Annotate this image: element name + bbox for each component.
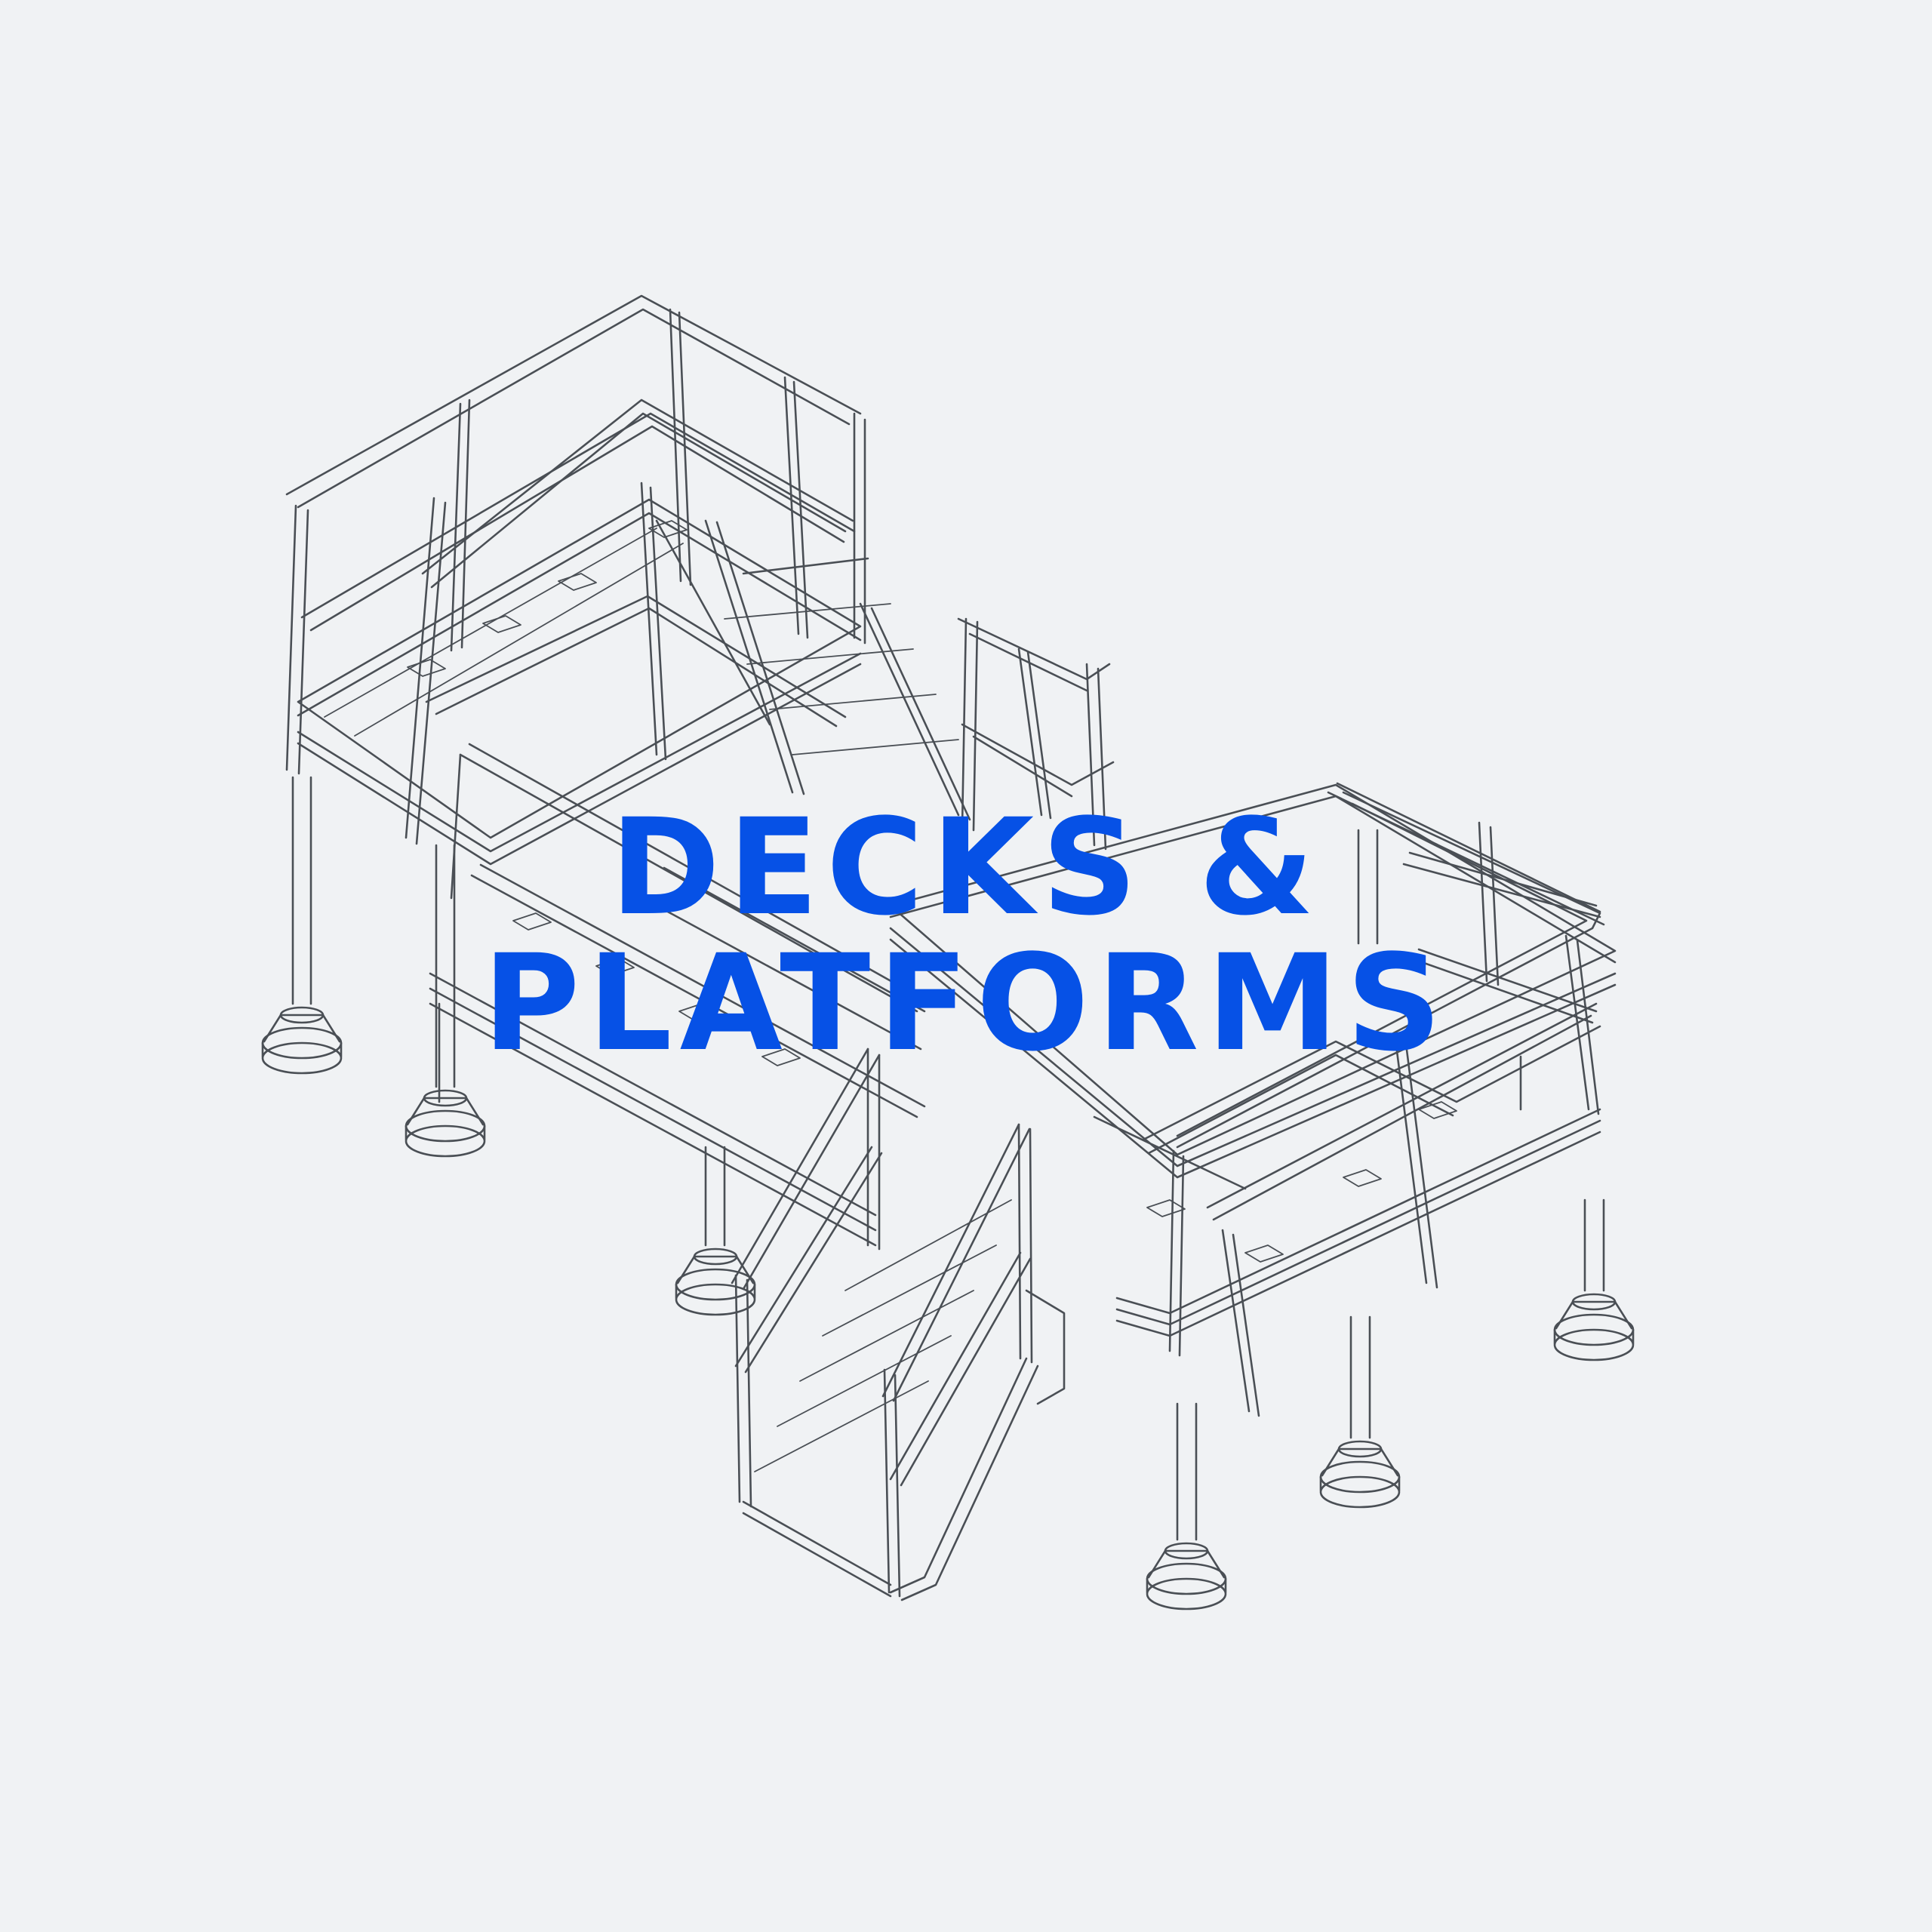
right-platform-deck: [889, 783, 1617, 1337]
title-line-1: DECKS &: [610, 790, 1322, 945]
title-line-2: PLATFORMS: [482, 926, 1450, 1081]
page-title: DECKS & PLATFORMS: [0, 800, 1932, 1072]
upper-left-guardrail: [285, 294, 866, 775]
right-legs: [1146, 829, 1635, 1611]
upper-left-legs: [261, 776, 486, 1158]
right-platform-guardrail: [1142, 782, 1605, 1417]
inner-guardrail: [405, 398, 854, 845]
upper-stairs: [655, 519, 1115, 851]
upper-left-deck: [297, 498, 862, 866]
lower-stairs: [731, 1048, 1066, 1601]
middle-legs: [438, 1002, 756, 1316]
